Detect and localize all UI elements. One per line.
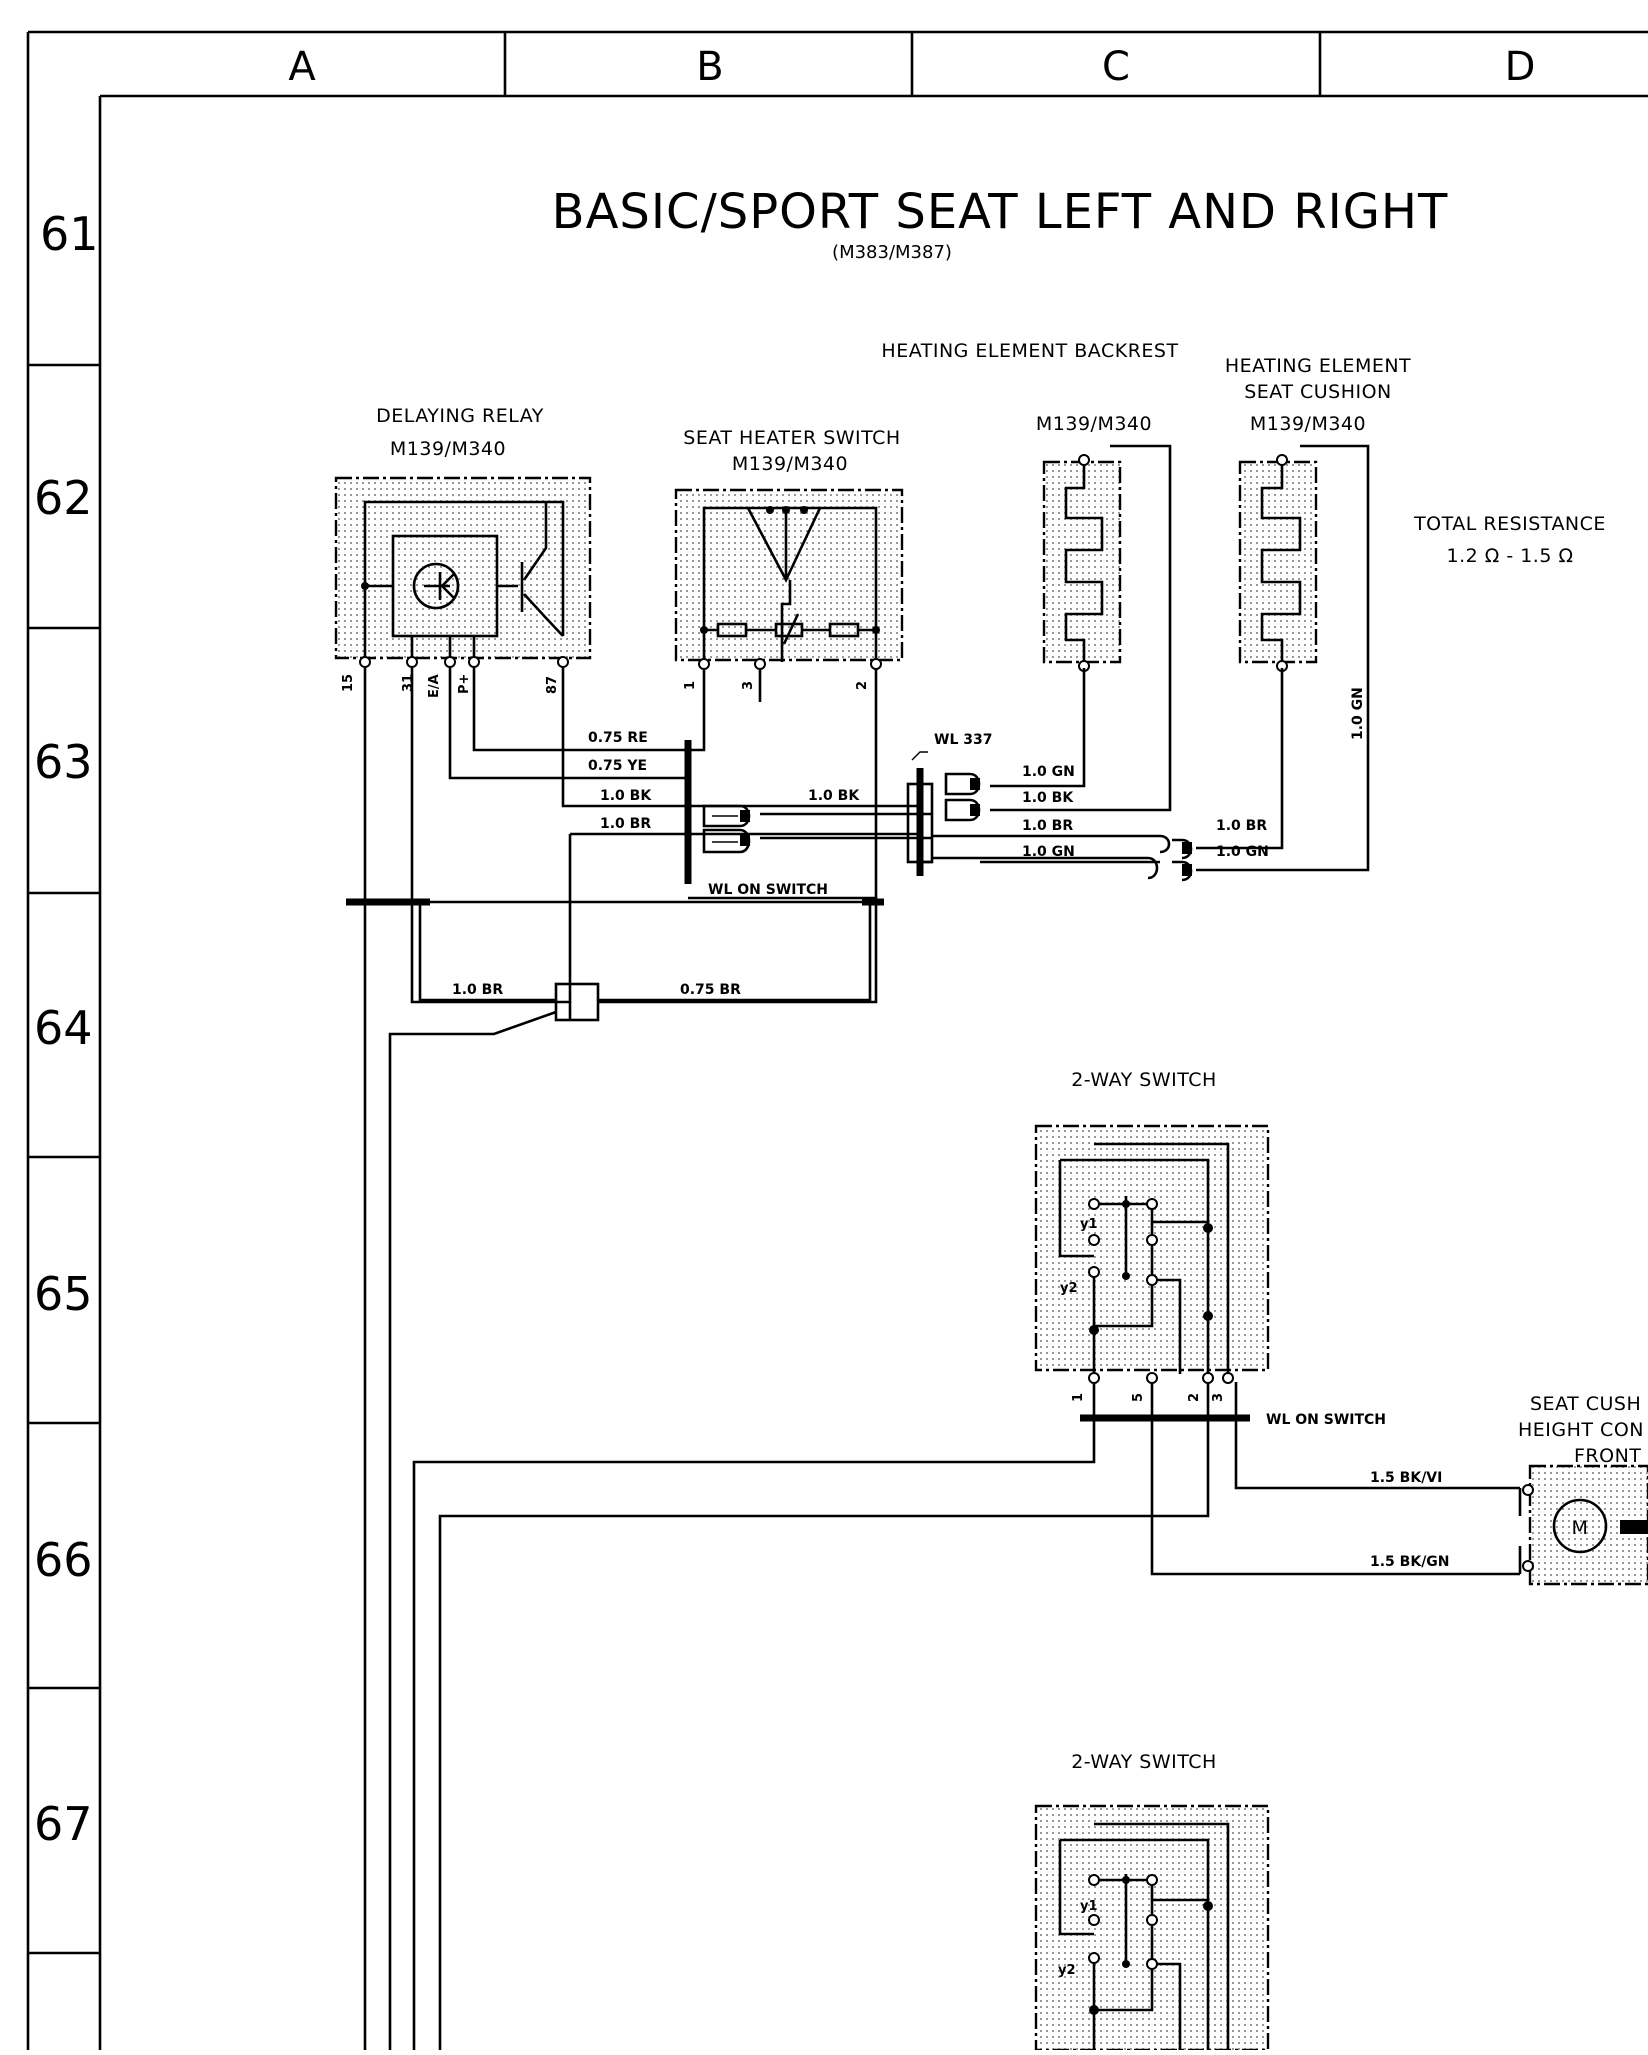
relay-pin-31: 31 — [401, 674, 416, 692]
wire-label-wl-on-switch-1: WL ON SWITCH — [708, 882, 828, 898]
motor-symbol: M — [1572, 1517, 1589, 1539]
two-way-switch-2 — [1034, 1804, 1270, 2052]
relay-pin-15: 15 — [341, 674, 356, 692]
wire-label-wl-on-switch-2: WL ON SWITCH — [1266, 1412, 1386, 1428]
heating-element-seat-cushion — [1238, 460, 1318, 664]
delaying-relay-code: M139/M340 — [390, 438, 506, 460]
two-way-switch-1-y2: y2 — [1060, 1281, 1078, 1296]
connector-wl337: WL 337 — [934, 732, 992, 748]
total-resistance-value: 1.2 Ω - 1.5 Ω — [1447, 545, 1574, 567]
row-label-66: 66 — [34, 1533, 93, 1587]
wire-label-10br-e: 1.0 BR — [1216, 818, 1267, 834]
two-way-switch-2-y1: y1 — [1080, 1899, 1098, 1914]
row-label-65: 65 — [34, 1267, 93, 1321]
wire-label-10gn-vertical: 1.0 GN — [1350, 687, 1366, 740]
two-way-switch-1-pin-2: 2 — [1187, 1393, 1202, 1402]
motor-label-2: HEIGHT CON — [1518, 1419, 1644, 1441]
relay-pin-87: 87 — [545, 676, 560, 694]
two-way-switch-1-y1: y1 — [1080, 1217, 1098, 1232]
switch-pin-3: 3 — [741, 681, 756, 690]
seat-cushion-motor — [1528, 1464, 1648, 1586]
seat-heater-switch-label: SEAT HEATER SWITCH — [683, 427, 900, 449]
wire-label-15bkgn: 1.5 BK/GN — [1370, 1554, 1450, 1570]
wire-label-10br-c: 1.0 BR — [1022, 818, 1073, 834]
row-label-63: 63 — [34, 735, 93, 789]
heating-backrest-code: M139/M340 — [1036, 413, 1152, 435]
motor-label-1: SEAT CUSH — [1530, 1393, 1641, 1415]
two-way-switch-1-label: 2-WAY SWITCH — [1071, 1069, 1217, 1091]
supply-bus — [346, 668, 884, 2050]
diagram-title: BASIC/SPORT SEAT LEFT AND RIGHT — [552, 184, 1449, 240]
motor-label-3: FRONT — [1574, 1445, 1641, 1467]
switch-pin-1: 1 — [683, 681, 698, 690]
heating-backrest-label: HEATING ELEMENT BACKREST — [881, 340, 1178, 362]
two-way-switch-1-pin-5: 5 — [1131, 1393, 1146, 1402]
column-label-d: D — [1505, 44, 1536, 90]
row-label-67: 67 — [34, 1797, 93, 1851]
delaying-relay — [334, 476, 592, 660]
diagram-subtitle: (M383/M387) — [832, 242, 952, 263]
seat-heater-switch-code: M139/M340 — [732, 453, 848, 475]
wire-label-10gn-e: 1.0 GN — [1216, 844, 1269, 860]
two-way-switch-1-pin-1: 1 — [1071, 1393, 1086, 1402]
total-resistance-label: TOTAL RESISTANCE — [1413, 513, 1606, 535]
wire-label-075br: 0.75 BR — [680, 982, 741, 998]
heating-cushion-label-1: HEATING ELEMENT — [1225, 355, 1411, 377]
delaying-relay-label: DELAYING RELAY — [376, 405, 544, 427]
row-label-61: 61 — [40, 207, 99, 261]
switch-1-wiring — [412, 1382, 1522, 2050]
wire-label-10gn-d: 1.0 GN — [1022, 844, 1075, 860]
wire-label-10br-g: 1.0 BR — [452, 982, 503, 998]
two-way-switch-1 — [1034, 1124, 1270, 1376]
heater-wiring — [410, 444, 1370, 1004]
row-label-64: 64 — [34, 1001, 93, 1055]
wire-label-10gn-c: 1.0 GN — [1022, 764, 1075, 780]
heating-cushion-label-2: SEAT CUSHION — [1244, 381, 1392, 403]
wire-label-10bk-a: 1.0 BK — [600, 788, 652, 804]
row-label-62: 62 — [34, 471, 93, 525]
wire-label-075ye: 0.75 YE — [588, 758, 647, 774]
column-label-c: C — [1102, 44, 1130, 90]
seat-heater-switch — [674, 488, 904, 662]
wire-label-10bk-c: 1.0 BK — [1022, 790, 1074, 806]
column-label-b: B — [696, 44, 723, 90]
wire-label-10br-a: 1.0 BR — [600, 816, 651, 832]
two-way-switch-2-y2: y2 — [1058, 1963, 1076, 1978]
wire-label-075re: 0.75 RE — [588, 730, 648, 746]
relay-pin-p: P+ — [457, 674, 472, 694]
heating-element-backrest — [1042, 460, 1122, 664]
two-way-switch-1-pin-3: 3 — [1211, 1393, 1226, 1402]
wire-label-15bkvi: 1.5 BK/VI — [1370, 1470, 1442, 1486]
switch-pin-2: 2 — [855, 681, 870, 690]
wire-label-10bk-b: 1.0 BK — [808, 788, 860, 804]
two-way-switch-2-label: 2-WAY SWITCH — [1071, 1751, 1217, 1773]
column-label-a: A — [288, 44, 316, 90]
relay-pin-ea: E/A — [427, 674, 442, 698]
heating-cushion-code: M139/M340 — [1250, 413, 1366, 435]
sheet-frame — [26, 30, 1648, 2050]
